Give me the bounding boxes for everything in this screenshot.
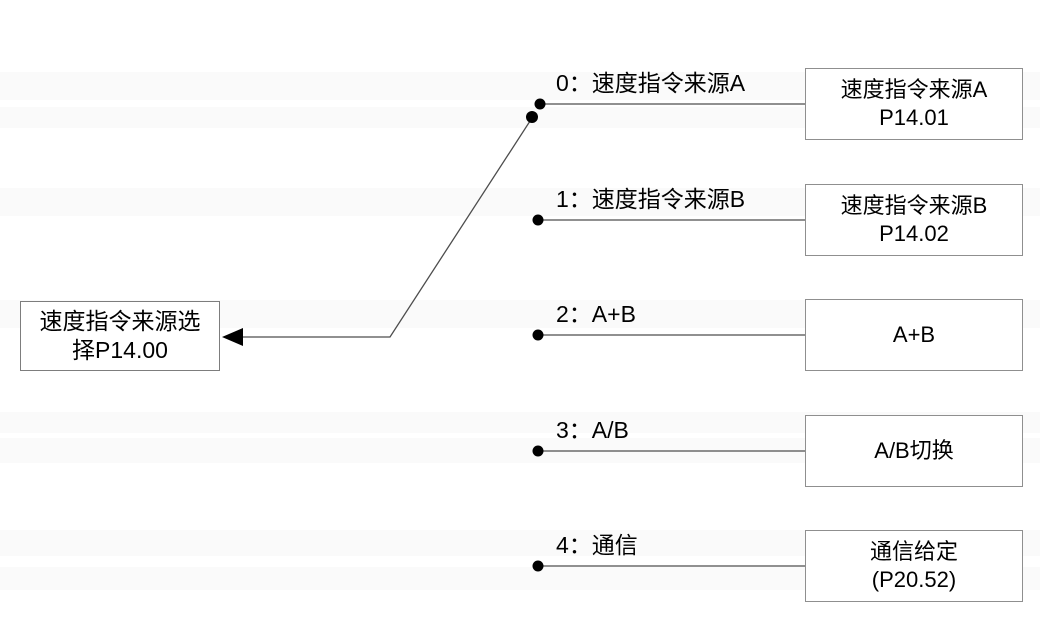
option-0-contact-dot bbox=[534, 98, 546, 110]
wiper-end-dot bbox=[526, 111, 538, 123]
option-label-0: 0：速度指令来源A bbox=[556, 70, 746, 96]
option-label-1: 1：速度指令来源B bbox=[556, 186, 746, 212]
target-box-2: A+B bbox=[805, 299, 1023, 371]
target-box-4: 通信给定 (P20.52) bbox=[805, 530, 1023, 602]
target-box-3-line1: A/B切换 bbox=[874, 438, 954, 463]
option-3-contact-dot bbox=[532, 445, 544, 457]
selector-parameter-box: 速度指令来源选 择P14.00 bbox=[20, 301, 220, 371]
option-1-contact-dot bbox=[532, 214, 544, 226]
target-box-0-line2: P14.01 bbox=[879, 105, 949, 130]
option-label-2: 2：A+B bbox=[556, 301, 636, 327]
target-box-3: A/B切换 bbox=[805, 415, 1023, 487]
selector-arrowhead-icon bbox=[222, 328, 243, 346]
target-box-4-line2: (P20.52) bbox=[871, 567, 957, 592]
option-label-3: 3：A/B bbox=[556, 417, 629, 443]
target-box-1: 速度指令来源B P14.02 bbox=[805, 184, 1023, 256]
option-2-contact-dot bbox=[532, 329, 544, 341]
target-box-0-line1: 速度指令来源A bbox=[840, 77, 988, 102]
target-box-1-line1: 速度指令来源B bbox=[840, 193, 988, 218]
target-box-2-line1: A+B bbox=[892, 322, 936, 347]
option-4-contact-dot bbox=[532, 560, 544, 572]
target-box-0: 速度指令来源A P14.01 bbox=[805, 68, 1023, 140]
selector-box-label-line2: 择P14.00 bbox=[72, 337, 168, 363]
target-box-4-line1: 通信给定 bbox=[869, 539, 958, 564]
selector-wiper-line bbox=[230, 117, 533, 338]
target-box-1-line2: P14.02 bbox=[879, 221, 949, 246]
selector-box-label-line1: 速度指令来源选 bbox=[39, 308, 201, 334]
option-label-4: 4：通信 bbox=[556, 532, 638, 558]
